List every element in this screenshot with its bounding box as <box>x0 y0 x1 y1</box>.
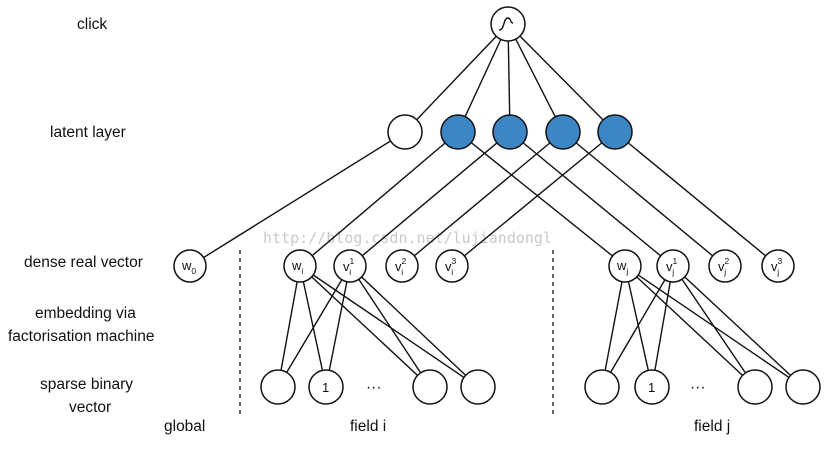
latent-node-1 <box>440 114 476 150</box>
latent-node-2 <box>492 114 528 150</box>
field-label-field-i: field i <box>350 418 386 435</box>
sparse-vector-field-i: 1 ··· <box>260 369 496 405</box>
field-label-global: global <box>164 418 205 435</box>
latent-edges <box>189 131 779 267</box>
node-w0: w0 <box>173 249 207 283</box>
svg-text:wj: wj <box>616 258 628 276</box>
svg-text:v2i: v2i <box>395 256 407 277</box>
sparse-vector-field-j: 1 ··· <box>584 369 821 405</box>
field-i-edges <box>277 265 479 388</box>
latent-node-4 <box>597 114 633 150</box>
sparse-ellipsis: ··· <box>690 379 706 396</box>
row-label-click: click <box>77 16 107 33</box>
svg-text:v1j: v1j <box>666 256 678 277</box>
output-node <box>490 6 526 42</box>
node-wj: wj <box>608 249 642 283</box>
row-label-sparse-line2: vector <box>69 399 111 416</box>
sparse-node <box>260 369 296 405</box>
svg-text:v3i: v3i <box>445 256 457 277</box>
sparse-node <box>785 369 821 405</box>
row-label-latent-layer: latent layer <box>50 124 126 141</box>
node-wi: wi <box>283 249 317 283</box>
svg-text:v2j: v2j <box>718 256 730 277</box>
latent-node-3 <box>545 114 581 150</box>
watermark: http://blog.csdn.net/lujiandongl <box>263 229 552 247</box>
sparse-node-one-label: 1 <box>648 380 655 395</box>
row-label-embedding-line1: embedding via <box>35 305 136 322</box>
sparse-ellipsis: ··· <box>366 379 382 396</box>
svg-text:v1i: v1i <box>343 256 355 277</box>
sparse-node <box>460 369 496 405</box>
field-j-edges <box>601 265 804 388</box>
row-label-embedding-line2: factorisation machine <box>8 328 154 345</box>
row-label-sparse-line1: sparse binary <box>40 376 133 393</box>
latent-node-bias <box>387 114 423 150</box>
sparse-node <box>737 369 773 405</box>
sparse-node <box>584 369 620 405</box>
field-label-field-j: field j <box>694 418 730 435</box>
sparse-node-active <box>634 369 670 405</box>
row-label-dense-real-vector: dense real vector <box>24 254 143 271</box>
svg-text:w0: w0 <box>181 258 196 276</box>
sparse-node <box>412 369 448 405</box>
sigmoid-icon <box>498 17 514 31</box>
output-edges <box>404 23 616 133</box>
svg-text:v3j: v3j <box>771 256 783 277</box>
latent-layer <box>387 114 633 150</box>
sparse-node-active <box>308 369 344 405</box>
svg-text:wi: wi <box>291 258 303 276</box>
sparse-node-one-label: 1 <box>322 380 329 395</box>
